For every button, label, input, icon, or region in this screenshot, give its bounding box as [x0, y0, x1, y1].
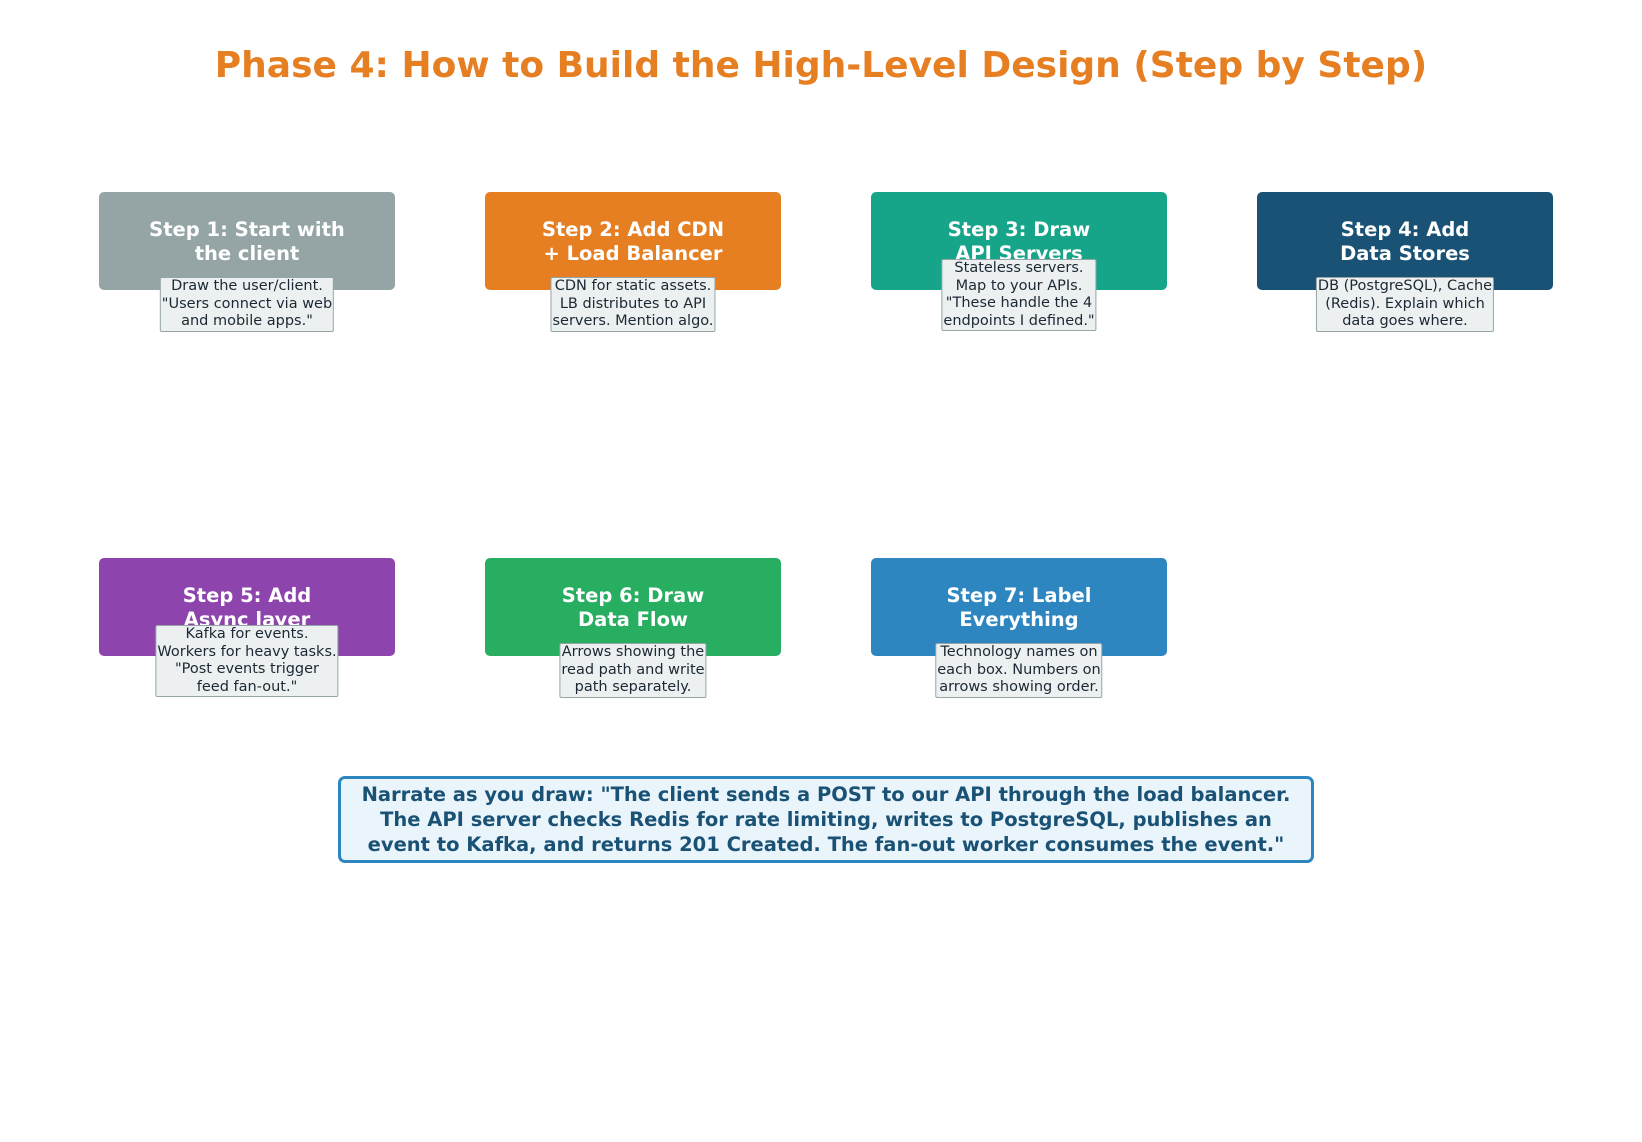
- step-7-label: Step 7: Label Everything: [946, 584, 1092, 631]
- step-2-description: CDN for static assets. LB distributes to…: [550, 277, 716, 332]
- narration-text: Narrate as you draw: "The client sends a…: [361, 783, 1291, 856]
- step-1-label: Step 1: Start with the client: [149, 218, 345, 265]
- step-4-label: Step 4: Add Data Stores: [1340, 218, 1470, 265]
- step-6-description: Arrows showing the read path and write p…: [559, 643, 707, 698]
- step-6-box: Step 6: Draw Data Flow: [485, 558, 781, 656]
- step-7-description: Technology names on each box. Numbers on…: [935, 643, 1103, 698]
- step-5-description: Kafka for events. Workers for heavy task…: [155, 625, 339, 697]
- step-2-box: Step 2: Add CDN + Load Balancer: [485, 192, 781, 290]
- step-6-label: Step 6: Draw Data Flow: [561, 584, 705, 631]
- step-4-box: Step 4: Add Data Stores: [1257, 192, 1553, 290]
- step-3-description: Stateless servers. Map to your APIs. "Th…: [941, 259, 1097, 331]
- step-1-description: Draw the user/client. "Users connect via…: [159, 277, 335, 332]
- step-1-box: Step 1: Start with the client: [99, 192, 395, 290]
- step-4-description: DB (PostgreSQL), Cache (Redis). Explain …: [1315, 277, 1495, 332]
- page-title: Phase 4: How to Build the High-Level Des…: [214, 45, 1428, 86]
- step-2-label: Step 2: Add CDN + Load Balancer: [541, 218, 725, 265]
- step-7-box: Step 7: Label Everything: [871, 558, 1167, 656]
- narration-callout: Narrate as you draw: "The client sends a…: [338, 776, 1314, 863]
